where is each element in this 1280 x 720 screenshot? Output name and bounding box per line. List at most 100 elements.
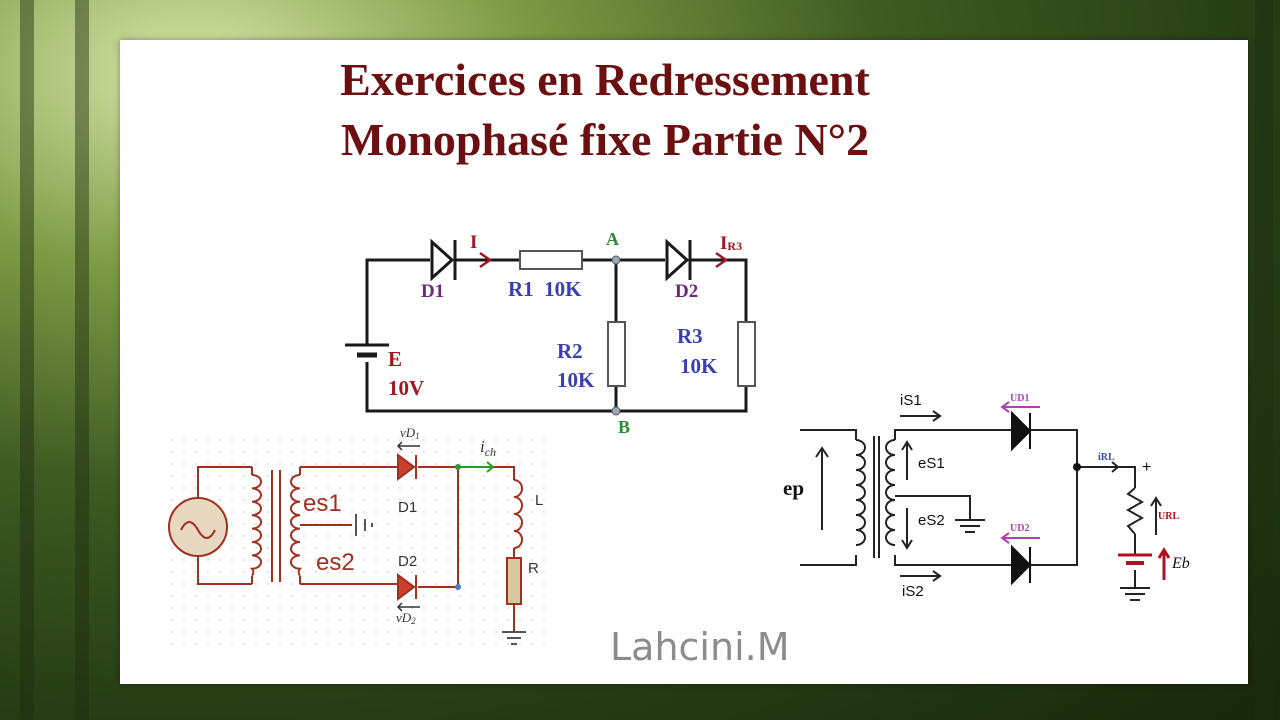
- grid-dot: [375, 643, 377, 645]
- grid-dot: [531, 451, 533, 453]
- grid-dot: [543, 463, 545, 465]
- grid-dot: [267, 607, 269, 609]
- label-ep: ep: [783, 476, 804, 500]
- grid-dot: [303, 643, 305, 645]
- grid-dot: [363, 547, 365, 549]
- grid-dot: [243, 607, 245, 609]
- grid-dot: [243, 559, 245, 561]
- grid-dot: [375, 439, 377, 441]
- label-ich: ich: [480, 437, 496, 459]
- grid-dot: [447, 523, 449, 525]
- grid-dot: [459, 451, 461, 453]
- grid-dot: [339, 487, 341, 489]
- label-current-i: I: [470, 232, 477, 253]
- grid-dot: [471, 631, 473, 633]
- grid-dot: [351, 607, 353, 609]
- grid-dot: [531, 643, 533, 645]
- grid-dot: [351, 499, 353, 501]
- grid-dot: [531, 547, 533, 549]
- grid-dot: [387, 571, 389, 573]
- grid-dot: [351, 571, 353, 573]
- grid-dot: [543, 643, 545, 645]
- grid-dot: [255, 607, 257, 609]
- grid-dot: [195, 463, 197, 465]
- grid-dot: [519, 523, 521, 525]
- circuit-3-wires: [800, 429, 1136, 588]
- grid-dot: [339, 547, 341, 549]
- grid-dot: [495, 595, 497, 597]
- grid-dot: [183, 619, 185, 621]
- grid-dot: [495, 463, 497, 465]
- grid-dot: [459, 511, 461, 513]
- transformer-primary-coil-3: [855, 439, 866, 546]
- grid-dot: [339, 475, 341, 477]
- grid-dot: [171, 631, 173, 633]
- grid-dot: [195, 583, 197, 585]
- label-ud2: UD2: [1010, 523, 1029, 534]
- grid-dot: [483, 619, 485, 621]
- grid-dot: [363, 559, 365, 561]
- grid-dot: [351, 475, 353, 477]
- grid-dot: [447, 559, 449, 561]
- label-ud1: UD1: [1010, 393, 1029, 404]
- label-es2-circuit-3: eS2: [918, 512, 945, 529]
- junction-dot-circuit-3: [1073, 463, 1081, 471]
- grid-dot: [459, 619, 461, 621]
- grid-dot: [447, 631, 449, 633]
- grid-dot: [411, 535, 413, 537]
- grid-dot: [171, 547, 173, 549]
- grid-dot: [327, 643, 329, 645]
- grid-dot: [543, 631, 545, 633]
- grid-dot: [171, 571, 173, 573]
- grid-dot: [495, 487, 497, 489]
- grid-dot: [351, 439, 353, 441]
- grid-dot: [315, 463, 317, 465]
- grid-dot: [387, 595, 389, 597]
- grid-dot: [495, 583, 497, 585]
- grid-dot: [531, 595, 533, 597]
- label-r2-value: 10K: [557, 368, 595, 392]
- label-node-b: B: [618, 417, 630, 437]
- grid-dot: [339, 643, 341, 645]
- grid-dot: [327, 475, 329, 477]
- grid-dot: [411, 595, 413, 597]
- grid-dot: [423, 475, 425, 477]
- grid-dot: [351, 451, 353, 453]
- grid-dot: [399, 451, 401, 453]
- grid-dot: [531, 583, 533, 585]
- grid-dot: [171, 451, 173, 453]
- grid-dot: [459, 643, 461, 645]
- grid-dot: [231, 643, 233, 645]
- grid-dot: [423, 595, 425, 597]
- grid-dot: [447, 607, 449, 609]
- grid-dot: [195, 487, 197, 489]
- grid-dot: [255, 583, 257, 585]
- grid-dot: [351, 559, 353, 561]
- grid-dot: [483, 451, 485, 453]
- grid-dot: [195, 439, 197, 441]
- grid-dot: [387, 535, 389, 537]
- grid-dot: [339, 451, 341, 453]
- grid-dot: [207, 571, 209, 573]
- grid-dot: [303, 607, 305, 609]
- grid-dot: [339, 499, 341, 501]
- grid-dot: [483, 631, 485, 633]
- grid-dot: [495, 511, 497, 513]
- grid-dot: [507, 511, 509, 513]
- grid-dot: [363, 487, 365, 489]
- grid-dot: [195, 631, 197, 633]
- circuit-3-diode-d1: [1011, 410, 1032, 452]
- grid-dot: [411, 523, 413, 525]
- grid-dot: [435, 475, 437, 477]
- grid-dot: [399, 571, 401, 573]
- label-source-value: 10V: [388, 376, 424, 400]
- grid-dot: [195, 451, 197, 453]
- grid-dot: [255, 595, 257, 597]
- grid-dot: [327, 595, 329, 597]
- grid-dot: [255, 631, 257, 633]
- grid-dot: [207, 463, 209, 465]
- label-l: L: [535, 492, 543, 509]
- circuit-3-arrows-colored: [1000, 401, 1171, 580]
- grid-dot: [219, 463, 221, 465]
- grid-dot: [351, 595, 353, 597]
